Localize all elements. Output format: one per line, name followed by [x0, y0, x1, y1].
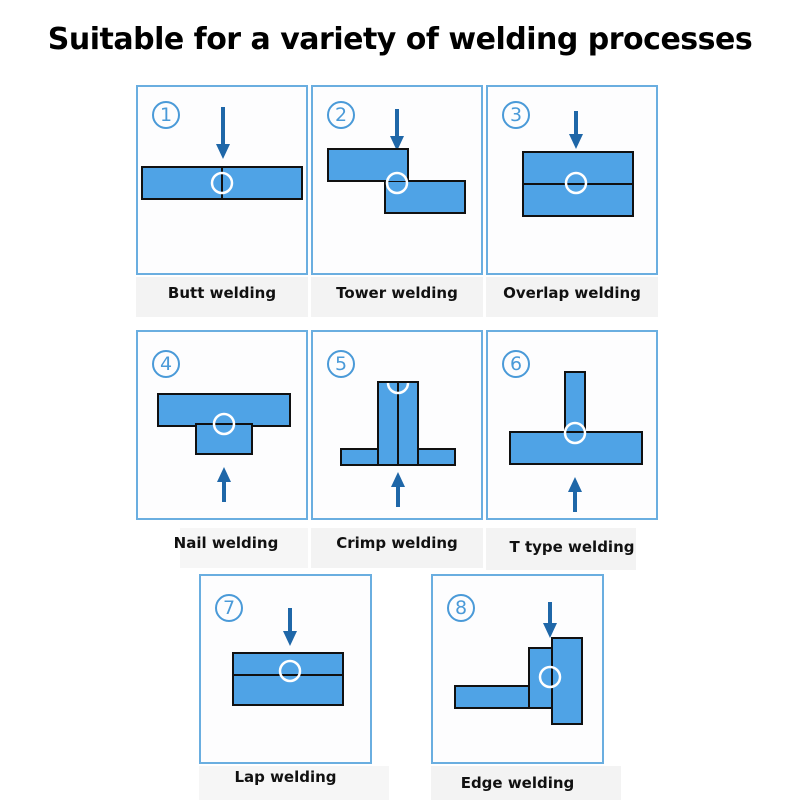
arrow-down-icon — [543, 602, 557, 638]
weld-point-icon — [563, 421, 587, 445]
plate-vertical — [564, 371, 586, 433]
number-badge: 6 — [502, 350, 530, 378]
butt-welding-svg — [141, 107, 303, 200]
plate-bottom — [522, 183, 634, 217]
caption-overlap-welding: Overlap welding — [503, 284, 641, 302]
number-badge: 5 — [327, 350, 355, 378]
number-badge: 8 — [447, 594, 475, 622]
diagram-tower-welding: 2 — [311, 85, 483, 275]
arrow-up-icon — [217, 467, 231, 502]
nail-block — [195, 423, 253, 455]
number-badge: 3 — [502, 101, 530, 129]
edge-welding-svg — [454, 602, 583, 725]
caption-crimp-welding: Crimp welding — [336, 534, 458, 552]
weld-point-icon — [210, 171, 234, 195]
diagram-crimp-welding: 5 — [311, 330, 483, 520]
diagram-t-type-welding: 6 — [486, 330, 658, 520]
flange-left — [377, 381, 399, 466]
page-title: Suitable for a variety of welding proces… — [47, 22, 753, 57]
number-badge: 7 — [215, 594, 243, 622]
plate-bottom — [232, 674, 344, 706]
weld-point-icon — [212, 412, 236, 436]
nail-welding-svg — [157, 393, 291, 502]
arrow-up-icon — [568, 477, 582, 512]
caption-t-type-welding: T type welding — [509, 538, 635, 556]
t-type-welding-svg — [509, 371, 643, 512]
weld-point-icon — [564, 171, 588, 195]
base-right — [414, 448, 456, 466]
number-badge: 4 — [152, 350, 180, 378]
plate-top — [522, 151, 634, 185]
diagram-overlap-welding: 3 — [486, 85, 658, 275]
arrow-up-icon — [391, 472, 405, 507]
lap-welding-svg — [232, 608, 344, 706]
overlap-welding-svg — [522, 111, 634, 217]
number-badge: 2 — [327, 101, 355, 129]
base-left — [340, 448, 382, 466]
plate-top — [157, 393, 291, 427]
caption-nail-welding: Nail welding — [173, 534, 279, 552]
diagram-edge-welding: 8 — [431, 574, 604, 764]
weld-point-icon — [386, 382, 410, 395]
caption-edge-welding: Edge welding — [460, 774, 575, 792]
weld-point-icon — [538, 665, 562, 689]
weld-point-icon — [385, 171, 409, 195]
arrow-down-icon — [283, 608, 297, 646]
plate-horizontal — [509, 431, 643, 465]
number-badge: 1 — [152, 101, 180, 129]
arrow-down-icon — [216, 107, 230, 159]
plate-lower — [384, 180, 466, 214]
caption-lap-welding: Lap welding — [234, 768, 337, 786]
caption-butt-welding: Butt welding — [167, 284, 277, 302]
weld-point-icon — [278, 659, 302, 683]
diagram-nail-welding: 4 — [136, 330, 308, 520]
diagram-lap-welding: 7 — [199, 574, 372, 764]
crimp-welding-svg — [340, 381, 456, 507]
plate-top — [232, 652, 344, 676]
diagram-butt-welding: 1 — [136, 85, 308, 275]
caption-tower-welding: Tower welding — [336, 284, 458, 302]
flange-right — [397, 381, 419, 466]
plate-horizontal — [454, 685, 532, 709]
plate-vertical — [551, 637, 583, 725]
arrow-down-icon — [569, 111, 583, 149]
tower-welding-svg — [327, 109, 466, 214]
arrow-down-icon — [390, 109, 404, 151]
